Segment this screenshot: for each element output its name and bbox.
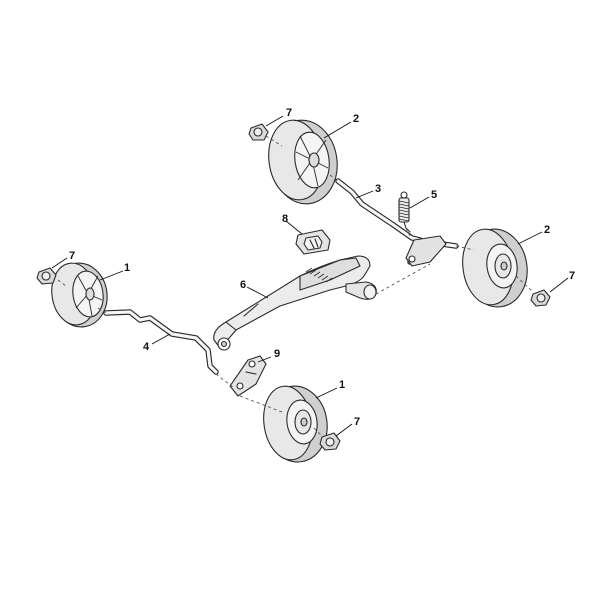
wheel-2-top: [268, 119, 338, 205]
callout-7-top: 7: [286, 107, 292, 119]
clip-8: [295, 229, 331, 255]
callout-8: 8: [282, 213, 288, 225]
assembly-lines: [57, 135, 534, 437]
lever-arm-6: [213, 255, 377, 351]
callout-7-bottom: 7: [354, 416, 360, 428]
wheel-2-right: [462, 228, 528, 308]
bracket-plate-9: [229, 355, 267, 397]
nut-7-top: [248, 123, 269, 141]
wheel-1-left: [51, 262, 108, 328]
wheel-1-bottom: [263, 385, 328, 463]
callout-6: 6: [240, 279, 246, 291]
axle-3: [335, 178, 459, 267]
callout-2-right: 2: [544, 224, 550, 236]
callout-4: 4: [143, 341, 150, 353]
nut-7-left: [36, 267, 57, 285]
callout-1-bottom: 1: [339, 379, 345, 391]
callout-1-left: 1: [124, 262, 130, 274]
callout-3: 3: [375, 183, 381, 195]
spring-5: [398, 191, 411, 233]
callout-7-right: 7: [569, 270, 575, 282]
nut-7-bottom: [319, 432, 341, 451]
axle-4: [103, 309, 219, 375]
callout-labels: 7 2 3 5 2 7 8 7 1 6 4 9 1 7: [69, 107, 575, 428]
callout-7-left: 7: [69, 250, 75, 262]
leader-lines: [51, 115, 569, 437]
nut-7-right: [530, 289, 551, 307]
callout-5: 5: [431, 189, 437, 201]
callout-9: 9: [274, 348, 280, 360]
callout-2-top: 2: [353, 113, 359, 125]
